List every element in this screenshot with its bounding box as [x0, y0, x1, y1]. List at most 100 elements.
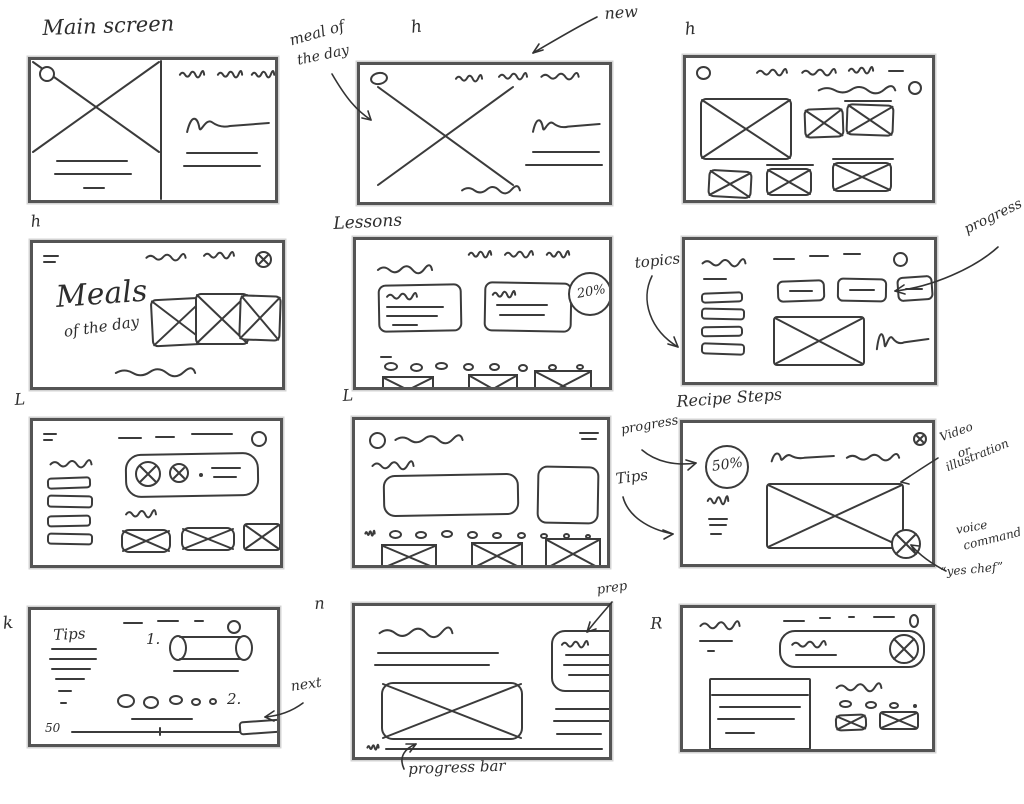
dot — [889, 702, 899, 709]
progress-bar — [385, 748, 603, 750]
topic-list-item — [700, 307, 746, 321]
carousel-dot — [576, 364, 584, 370]
text-line — [377, 652, 499, 654]
video-close-icon — [889, 634, 919, 664]
dot — [865, 701, 877, 709]
table-line — [717, 718, 795, 720]
text-line — [556, 733, 602, 735]
panel-community-list — [30, 418, 283, 568]
nav-squiggle — [540, 72, 580, 81]
progress-tick — [159, 727, 161, 736]
dot — [199, 473, 203, 477]
nav-dash — [783, 620, 805, 622]
panel-search — [352, 417, 610, 568]
carousel-dot — [518, 364, 528, 372]
ingredients-table — [709, 678, 811, 749]
tips-line — [709, 524, 727, 526]
menu-icon — [579, 432, 599, 434]
dot — [913, 704, 917, 708]
carousel-dot — [467, 531, 478, 539]
prep-card — [551, 630, 609, 692]
thumb-placeholder — [243, 523, 280, 551]
nav-dash — [773, 258, 795, 260]
annotation-video-3: illustration — [943, 436, 1011, 475]
caption-line — [131, 718, 193, 720]
annotation-main-screen: Main screen — [41, 11, 175, 40]
banner-line — [795, 654, 837, 656]
progress-squiggle — [366, 744, 380, 751]
chip-line — [789, 290, 813, 292]
annotation-recipe-steps: Recipe Steps — [675, 384, 783, 411]
nav-squiggle — [545, 250, 571, 259]
search-icon — [908, 81, 922, 95]
chip-line — [849, 289, 875, 291]
topic-list-item — [700, 325, 744, 338]
thumb-placeholder — [803, 107, 845, 139]
voice-command-button — [891, 529, 921, 559]
cylinder-bottom — [179, 658, 241, 660]
step-title-squiggle — [770, 452, 835, 463]
thumb-placeholder — [121, 529, 171, 553]
profile-circle — [251, 431, 267, 447]
card-title-squiggle — [491, 290, 517, 299]
text-line — [83, 187, 105, 189]
banner-squiggle — [791, 640, 827, 649]
dot-dash — [380, 356, 392, 358]
ingredient-cylinder-end — [235, 635, 253, 661]
next-button — [238, 718, 277, 736]
avatar — [135, 461, 161, 487]
text-line — [496, 304, 548, 306]
tips-line — [710, 533, 722, 535]
carousel-dot — [492, 532, 502, 539]
logo-circle — [39, 66, 55, 82]
carousel-dot — [384, 362, 398, 371]
banner-line — [211, 467, 241, 469]
cylinder-top — [179, 636, 241, 638]
section-squiggle — [125, 509, 157, 519]
panel-topics — [682, 237, 937, 385]
footer-squiggle — [114, 366, 197, 378]
annotation-prep: prep — [595, 578, 629, 598]
thumb-placeholder — [879, 711, 919, 730]
text-line — [58, 690, 72, 692]
ingredient-oval — [117, 694, 135, 708]
annotation-tips: Tips — [614, 465, 650, 488]
thumb-placeholder — [707, 168, 753, 200]
text-line — [386, 306, 444, 308]
tick-mark: L — [341, 385, 354, 405]
text-line — [525, 164, 603, 166]
ingredient-oval — [209, 698, 217, 705]
avatar — [169, 463, 189, 483]
arrow-topics — [646, 275, 679, 348]
text-line — [49, 658, 97, 660]
side-card — [536, 465, 600, 525]
text-line — [499, 314, 545, 316]
rail-list-item — [46, 476, 92, 490]
handwritten-word — [186, 117, 270, 134]
text-line — [56, 160, 128, 162]
nav-dash — [809, 255, 829, 257]
carousel-dot — [441, 530, 453, 538]
card-title-squiggle — [561, 640, 589, 649]
panel-lessons: 20% — [353, 237, 612, 390]
profile-circle — [893, 252, 908, 267]
video-placeholder — [766, 483, 904, 549]
progress-badge-value: 20% — [575, 281, 607, 302]
carousel-dot — [517, 532, 526, 539]
tick-mark: R — [649, 613, 663, 633]
profile-circle — [227, 620, 241, 634]
panel-main-screen — [28, 57, 278, 203]
nav-dash — [157, 620, 179, 622]
progress-badge: 50% — [705, 445, 749, 489]
menu-icon — [43, 439, 53, 441]
panel-browse-gallery — [683, 55, 935, 203]
nav-dash — [873, 616, 895, 618]
tips-underline — [51, 648, 97, 650]
close-icon — [255, 251, 272, 268]
table-line — [725, 732, 755, 734]
carousel-card — [238, 294, 282, 342]
step-number-2: 2. — [227, 690, 242, 708]
image-placeholder — [773, 316, 865, 366]
panel-recipe-steps: 50% — [680, 420, 935, 567]
